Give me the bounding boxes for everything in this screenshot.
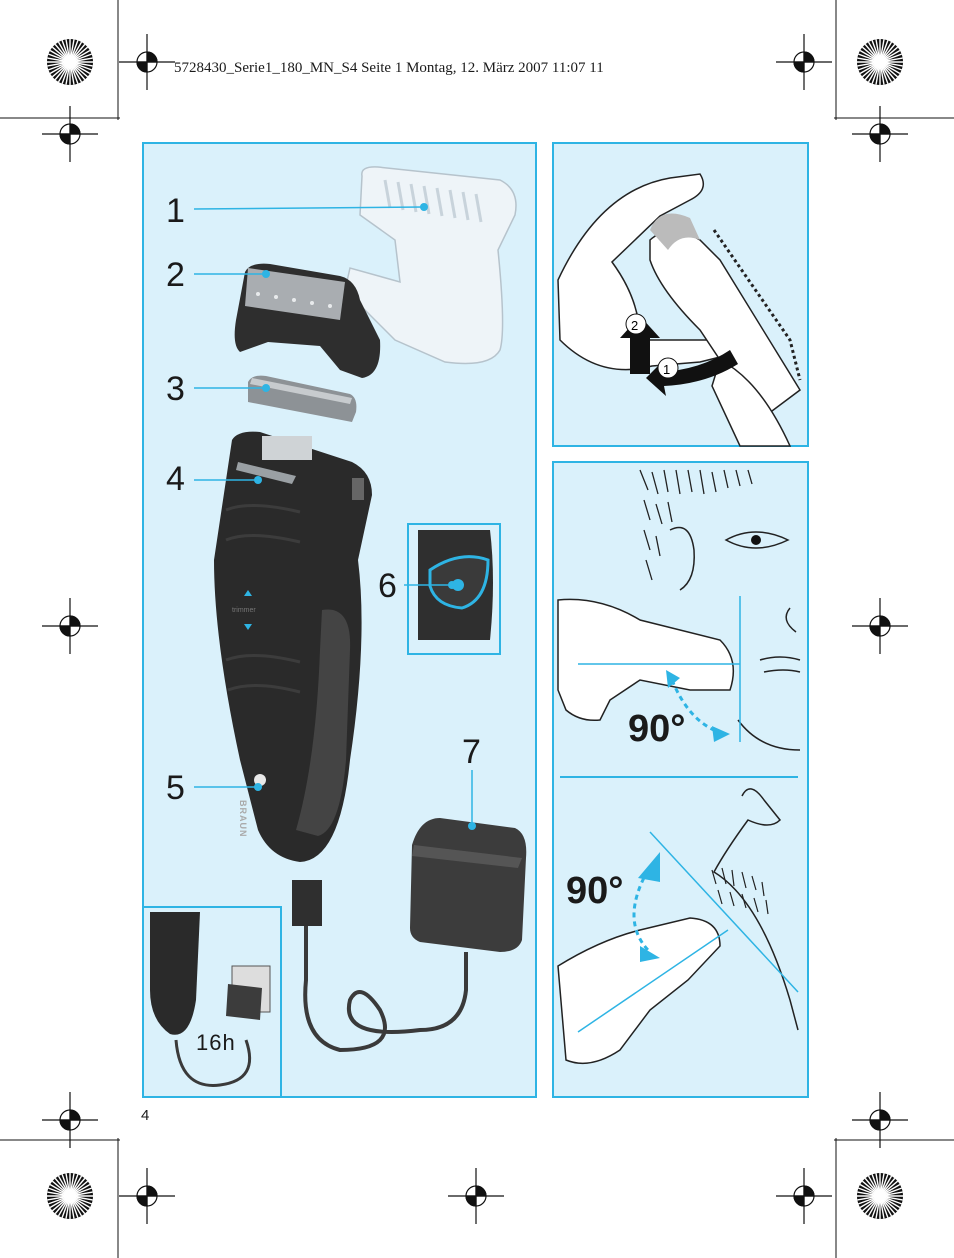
angle-arc-bottom — [632, 869, 650, 952]
charge-duration: 16h — [196, 1030, 236, 1055]
power-cord — [303, 925, 468, 1053]
protective-cap — [344, 166, 517, 365]
arrow-1-rotate — [646, 350, 738, 396]
charge-light — [254, 774, 266, 786]
chin-profile — [712, 788, 799, 1031]
callout-5: 5 — [166, 769, 185, 807]
trimmer-switch-label: trimmer — [232, 607, 256, 614]
callout-3: 3 — [166, 370, 185, 408]
callout-2: 2 — [166, 256, 185, 294]
ear — [669, 526, 695, 591]
chin-stubble — [711, 867, 769, 915]
plug — [292, 880, 322, 926]
svg-text:1: 1 — [663, 362, 670, 377]
svg-text:2: 2 — [631, 318, 638, 333]
callout-7: 7 — [462, 733, 481, 771]
page-number: 4 — [141, 1107, 150, 1124]
angle-label-top: 90° — [628, 708, 686, 750]
hand-with-trimmer-top — [557, 598, 735, 722]
callout-4: 4 — [166, 460, 185, 498]
callout-1: 1 — [166, 192, 185, 230]
callout-6: 6 — [378, 567, 397, 605]
sideburn-stubble — [639, 469, 753, 581]
brand-logo: BRAUN — [238, 800, 248, 838]
angle-label-bottom: 90° — [566, 870, 624, 912]
print-info-line: 5728430_Serie1_180_MN_S4 Seite 1 Montag,… — [174, 60, 604, 76]
eye — [724, 531, 790, 549]
